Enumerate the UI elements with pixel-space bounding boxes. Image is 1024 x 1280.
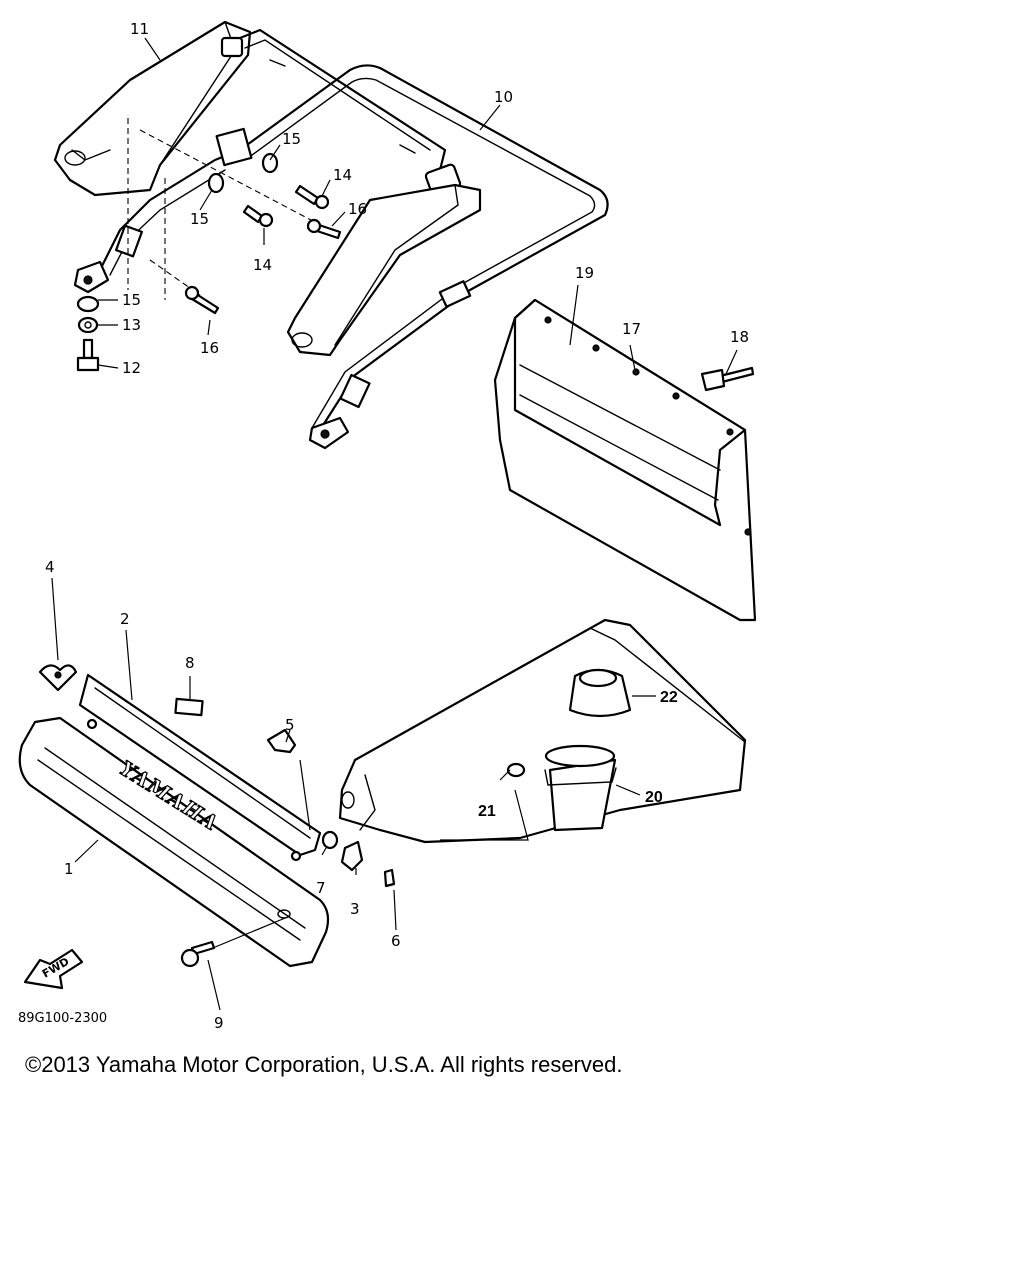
part-1-front-panel: YAMAHA [18, 716, 330, 968]
part-2-bracket [78, 673, 322, 862]
part-9-screw [180, 940, 216, 968]
callout-6: 6 [391, 932, 401, 950]
callout-2: 2 [120, 610, 130, 628]
callout-16b: 16 [200, 339, 219, 357]
callout-8: 8 [185, 654, 195, 672]
callout-17: 17 [622, 320, 641, 338]
fuel-tank-body [338, 618, 747, 844]
callout-16a: 16 [348, 200, 367, 218]
fwd-arrow-icon: FWD [23, 948, 84, 990]
callout-10: 10 [494, 88, 513, 106]
callout-13: 13 [122, 316, 141, 334]
callout-12: 12 [122, 359, 141, 377]
right-handle-pad [286, 183, 482, 357]
callout-15c: 15 [122, 291, 141, 309]
callout-20: 20 [645, 789, 663, 806]
part-10-grab-bar [73, 28, 609, 450]
part-8-label [174, 697, 204, 717]
leader-lines [51, 37, 738, 1011]
callout-9: 9 [214, 1014, 224, 1032]
part-3-bracket [340, 840, 364, 872]
callout-21: 21 [478, 803, 496, 820]
callout-11: 11 [130, 20, 149, 38]
callout-22: 22 [660, 689, 678, 706]
callout-15a: 15 [282, 130, 301, 148]
callout-4: 4 [45, 558, 55, 576]
callout-14a: 14 [333, 166, 352, 184]
callout-3: 3 [350, 900, 360, 918]
callouts: 11 10 15 15 14 16 14 15 13 12 16 19 17 1… [45, 20, 749, 1032]
fasteners-upper [76, 152, 342, 372]
callout-19: 19 [575, 264, 594, 282]
drawing-code: 89G100-2300 [18, 1011, 107, 1026]
part-7-washer [321, 830, 339, 850]
callout-7: 7 [316, 879, 326, 897]
part-20-filler-neck [548, 758, 617, 832]
callout-1: 1 [64, 860, 74, 878]
copyright-notice: ©2013 Yamaha Motor Corporation, U.S.A. A… [25, 1052, 623, 1077]
part-21-fitting [506, 762, 526, 778]
callout-14b: 14 [253, 256, 272, 274]
part-11-handle-pad [53, 20, 252, 197]
callout-5: 5 [285, 716, 295, 734]
callout-18: 18 [730, 328, 749, 346]
part-6-clip [383, 868, 396, 888]
callout-15b: 15 [190, 210, 209, 228]
part-17-19-flap [493, 298, 757, 622]
